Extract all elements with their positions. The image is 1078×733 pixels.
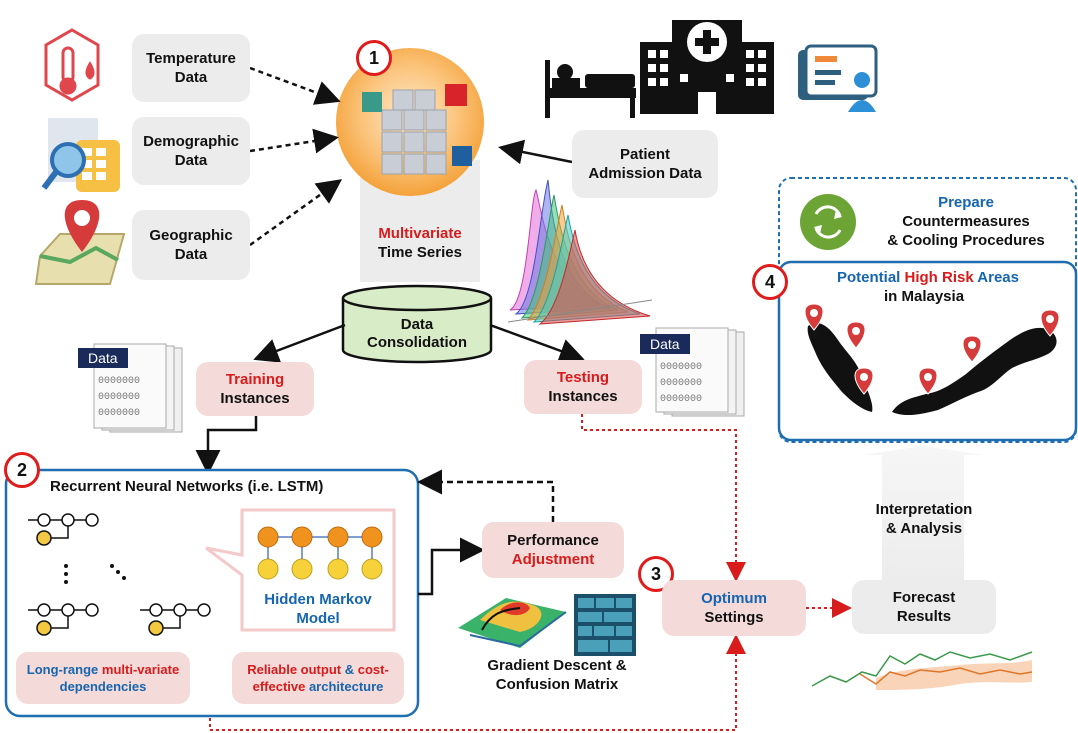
data-cube-icon <box>362 84 472 175</box>
lstm-cell-diagram <box>28 513 211 636</box>
data-digits-right: 0000000 0000000 0000000 <box>660 360 726 408</box>
forecast-line2: Results <box>896 608 952 625</box>
forecast-results-box: Forecast Results <box>852 580 996 634</box>
note1-part-b: multi-variate <box>101 662 180 677</box>
risk-line2: in Malaysia <box>884 288 965 305</box>
training-instances-box: Training Instances <box>196 362 314 416</box>
up-flow-arrow <box>862 446 984 585</box>
digit-row: 0000000 <box>660 362 703 373</box>
digit-row: 0000000 <box>660 394 703 405</box>
performance-adjustment-box: Performance Adjustment <box>482 522 624 578</box>
patient-label-line1: Patient <box>619 146 670 163</box>
risk-pin-icons <box>804 303 1060 395</box>
data-digits-left: 0000000 0000000 0000000 <box>98 374 164 422</box>
digit-row: 0000000 <box>660 378 703 389</box>
note2-part-c: cost- <box>357 662 389 677</box>
step-badge-4: 4 <box>752 264 788 300</box>
demographic-icon <box>41 118 120 192</box>
ellipsis-dots <box>64 564 126 584</box>
patient-admission-box: Patient Admission Data <box>572 130 718 198</box>
note2-part-b: & <box>341 662 358 677</box>
patient-label-line2: Admission Data <box>588 165 702 182</box>
testing-line2: Instances <box>548 388 618 405</box>
hmm-line2: Model <box>296 610 340 627</box>
rnn-title: Recurrent Neural Networks (i.e. LSTM) <box>50 478 324 495</box>
forecast-line-chart <box>811 651 1033 690</box>
note2-part-a: Reliable output <box>247 662 342 677</box>
hmm-line1: Hidden Markov <box>264 591 372 608</box>
optimum-line1: Optimum <box>701 590 767 607</box>
data-file-stack-left <box>93 343 183 433</box>
gradient-line1: Gradient Descent & <box>487 657 627 674</box>
forecast-line1: Forecast <box>892 589 956 606</box>
multivariate-label-line2: Time Series <box>378 244 462 261</box>
demographic-data-box: Demographic Data <box>132 117 250 185</box>
temperature-label-line2: Data <box>174 69 208 86</box>
note2-part-d: effective <box>252 679 306 694</box>
malaysia-map-icon <box>807 323 1057 416</box>
optimum-line2: Settings <box>704 609 764 626</box>
note-reliable-output: Reliable output & cost- effective archit… <box>232 652 404 704</box>
risk-part-b: High Risk <box>904 269 974 286</box>
training-line1: Training <box>225 371 285 388</box>
gradient-line2: Confusion Matrix <box>495 676 619 693</box>
performance-line1: Performance <box>507 532 599 549</box>
step-badge-2: 2 <box>4 452 40 488</box>
note2-part-e: architecture <box>305 679 384 694</box>
geographic-data-box: Geographic Data <box>132 210 250 280</box>
testing-instances-box: Testing Instances <box>524 360 642 414</box>
note1-part-a: Long-range <box>26 662 102 677</box>
consolidation-line2: Consolidation <box>367 334 467 351</box>
demographic-label-line1: Demographic <box>143 133 239 150</box>
digit-row: 0000000 <box>98 376 141 387</box>
testing-line1: Testing <box>556 369 610 386</box>
geographic-label-line1: Geographic <box>149 227 233 244</box>
risk-areas-label: Potential High Risk Areas in Malaysia <box>808 268 1048 306</box>
note-long-range: Long-range multi-variate dependencies <box>16 652 190 704</box>
multivariate-label-line1: Multivariate <box>378 225 462 242</box>
risk-part-c: Areas <box>973 269 1019 286</box>
database-icon <box>341 284 493 364</box>
map-pin-icon <box>34 200 126 285</box>
temperature-label-line1: Temperature <box>146 50 236 67</box>
thermometer-icon <box>44 28 100 102</box>
multivariate-label: Multivariate Time Series <box>360 224 480 262</box>
data-tag-right: Data <box>640 334 690 354</box>
prepare-line2: Countermeasures <box>902 213 1030 230</box>
patient-record-icon <box>798 44 878 112</box>
performance-line2: Adjustment <box>511 551 595 568</box>
geographic-label-line2: Data <box>174 246 208 263</box>
data-tag-left: Data <box>78 348 128 368</box>
consolidation-line1: Data <box>400 316 434 333</box>
interpretation-line2: & Analysis <box>885 520 963 537</box>
demographic-label-line2: Data <box>174 152 208 169</box>
note1-part-c: dependencies <box>59 679 147 694</box>
confusion-matrix-icon <box>574 594 636 656</box>
gradient-descent-icon <box>458 598 567 648</box>
interpretation-label: Interpretation & Analysis <box>856 500 992 538</box>
data-consolidation-label: Data Consolidation <box>343 316 491 352</box>
training-line2: Instances <box>220 390 290 407</box>
refresh-icon <box>800 194 856 250</box>
digit-row: 0000000 <box>98 408 141 419</box>
patient-bed-icon <box>545 60 636 118</box>
optimum-settings-box: Optimum Settings <box>662 580 806 636</box>
hmm-diagram <box>257 526 383 580</box>
temperature-data-box: Temperature Data <box>132 34 250 102</box>
prepare-label: Prepare Countermeasures & Cooling Proced… <box>866 193 1066 250</box>
risk-part-a: Potential <box>836 269 905 286</box>
interpretation-line1: Interpretation <box>875 501 973 518</box>
time-series-waves-icon <box>507 179 653 325</box>
hmm-label: Hidden Markov Model <box>242 590 394 628</box>
digit-row: 0000000 <box>98 392 141 403</box>
gradient-confusion-label: Gradient Descent & Confusion Matrix <box>462 656 652 694</box>
hospital-icon <box>640 20 774 114</box>
step-badge-1: 1 <box>356 40 392 76</box>
prepare-line1: Prepare <box>938 194 994 211</box>
prepare-line3: & Cooling Procedures <box>887 232 1045 249</box>
step-badge-3: 3 <box>638 556 674 592</box>
